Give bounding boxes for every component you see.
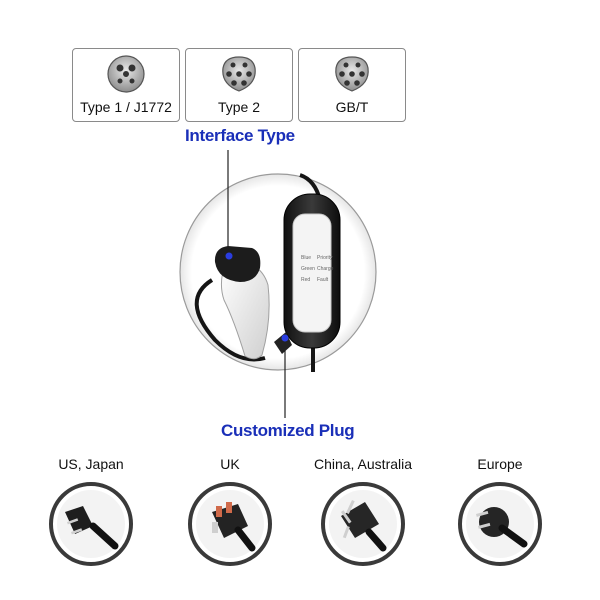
connector-card-type2: Type 2 [185, 48, 293, 122]
connector-label: Type 1 / J1772 [80, 99, 172, 115]
gbt-connector-icon [335, 56, 369, 92]
region-us-japan: US, Japan [31, 456, 151, 566]
region-europe: Europe [440, 456, 560, 566]
region-label: UK [220, 456, 240, 472]
region-label: China, Australia [313, 456, 413, 472]
controller-right-labels: Priority Charge Fault [317, 253, 333, 286]
type1-connector-icon [107, 55, 145, 93]
connector-label: GB/T [335, 99, 369, 115]
europe-plug-icon [458, 482, 542, 566]
us-plug-icon [49, 482, 133, 566]
type2-connector-icon [222, 56, 256, 92]
controller-left-labels: Blue Green Red [301, 253, 315, 286]
led-label-blue: Blue [301, 255, 312, 261]
china-australia-plug-icon [321, 482, 405, 566]
region-china-australia: China, Australia [303, 456, 423, 566]
led-label-charge: Charge [317, 266, 334, 272]
led-label-red: Red [301, 277, 311, 283]
connector-card-type1: Type 1 / J1772 [72, 48, 180, 122]
led-label-priority: Priority [317, 255, 333, 261]
connector-card-gbt: GB/T [298, 48, 406, 122]
led-label-green: Green [301, 266, 315, 272]
region-label: Europe [477, 456, 523, 472]
region-uk: UK [170, 456, 290, 566]
interface-type-title: Interface Type [185, 126, 295, 145]
led-label-fault: Fault [317, 277, 329, 283]
customized-plug-title: Customized Plug [221, 421, 355, 440]
uk-plug-icon [188, 482, 272, 566]
region-label: US, Japan [58, 456, 124, 472]
connector-label: Type 2 [217, 99, 261, 115]
